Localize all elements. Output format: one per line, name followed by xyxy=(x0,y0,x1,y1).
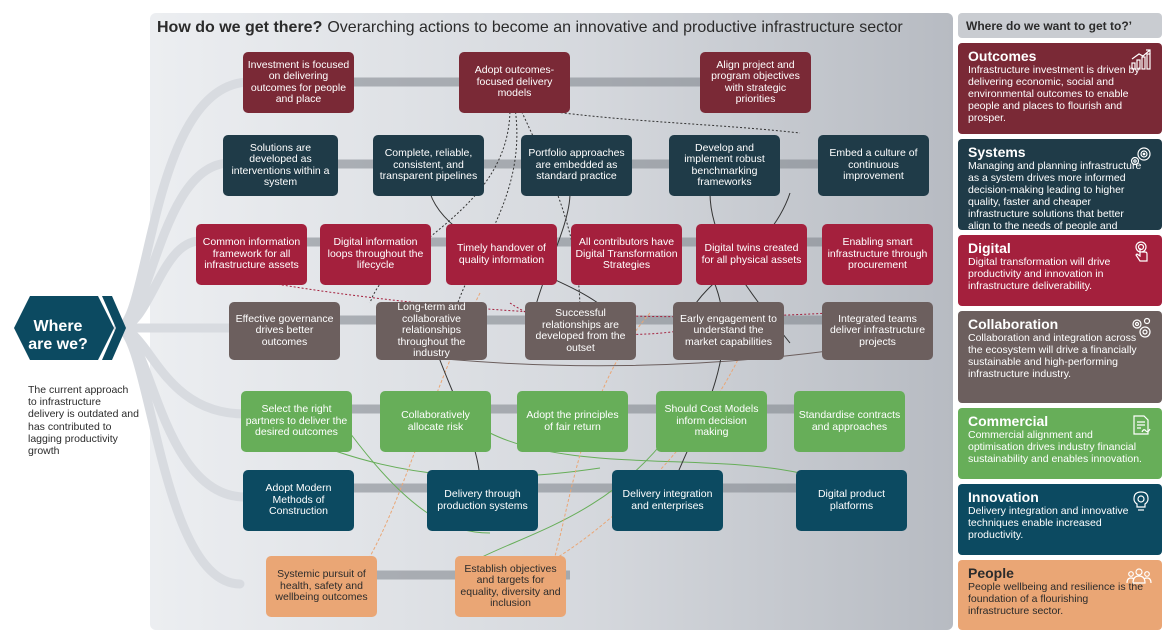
panel-outcomes: Outcomes Infrastructure investment is dr… xyxy=(958,43,1162,134)
action-box[interactable]: Delivery integration and enterprises xyxy=(612,470,723,531)
panel-description: Digital transformation will drive produc… xyxy=(968,256,1111,292)
action-box-label: Adopt outcomes-focused delivery models xyxy=(474,64,555,100)
action-box[interactable]: Adopt outcomes-focused delivery models xyxy=(459,52,570,113)
action-box-label: Adopt Modern Methods of Construction xyxy=(265,482,332,518)
action-box-label: Digital information loops throughout the… xyxy=(327,236,424,272)
action-box-label: Early engagement to understand the marke… xyxy=(680,312,777,348)
action-box[interactable]: Successful relationships are developed f… xyxy=(525,302,636,360)
panel-title: Commercial xyxy=(968,413,1049,429)
action-box-label: Collaboratively allocate risk xyxy=(401,409,470,433)
panel-people: People People wellbeing and resilience i… xyxy=(958,560,1162,630)
panel-title: Systems xyxy=(968,144,1026,160)
action-box-label: Standardise contracts and approaches xyxy=(798,409,901,433)
action-box-label: Portfolio approaches are embedded as sta… xyxy=(528,147,625,183)
panel-collaboration: Collaboration Collaboration and integrat… xyxy=(958,311,1162,403)
people-group-icon xyxy=(1126,568,1152,584)
panel-description: Infrastructure investment is driven by d… xyxy=(968,64,1140,124)
action-box-label: Adopt the principles of fair return xyxy=(526,409,619,433)
where-are-we-label: Where are we? xyxy=(20,318,96,354)
action-box[interactable]: Establish objectives and targets for equ… xyxy=(455,556,566,617)
panel-commercial: Commercial Commercial alignment and opti… xyxy=(958,408,1162,479)
action-box[interactable]: All contributors have Digital Transforma… xyxy=(571,224,682,285)
action-box[interactable]: Common information framework for all inf… xyxy=(196,224,307,285)
action-box[interactable]: Delivery through production systems xyxy=(427,470,538,531)
panel-title: Outcomes xyxy=(968,48,1037,64)
where-connectors xyxy=(113,77,255,589)
chart-growth-icon xyxy=(1131,49,1151,70)
where-description: The current approach to infrastructure d… xyxy=(28,384,139,458)
panel-description: Collaboration and integration across the… xyxy=(968,332,1137,380)
action-box-label: Integrated teams deliver infrastructure … xyxy=(829,312,926,348)
action-box[interactable]: Adopt the principles of fair return xyxy=(517,391,628,452)
where-label-line1: Where xyxy=(33,318,83,335)
action-box-label: Digital twins created for all physical a… xyxy=(701,242,802,266)
action-box[interactable]: Align project and program objectives wit… xyxy=(700,52,811,113)
where-are-we-chevron xyxy=(14,296,126,360)
action-box[interactable]: Solutions are developed as interventions… xyxy=(223,135,338,196)
action-box-label: Embed a culture of continuous improvemen… xyxy=(829,147,918,183)
action-box-label: Complete, reliable, consistent, and tran… xyxy=(379,147,478,183)
action-box-label: Delivery through production systems xyxy=(437,488,528,512)
panel-digital: Digital Digital transformation will driv… xyxy=(958,235,1162,306)
action-box[interactable]: Embed a culture of continuous improvemen… xyxy=(818,135,929,196)
action-box[interactable]: Select the right partners to deliver the… xyxy=(241,391,352,452)
panel-description: Delivery integration and innovative tech… xyxy=(968,505,1129,541)
action-box[interactable]: Adopt Modern Methods of Construction xyxy=(243,470,354,531)
action-box-label: Develop and implement robust benchmarkin… xyxy=(684,141,765,188)
panel-description: Commercial alignment and optimisation dr… xyxy=(968,429,1142,465)
contract-icon xyxy=(1133,415,1151,435)
action-box[interactable]: Digital product platforms xyxy=(796,470,907,531)
action-box[interactable]: Complete, reliable, consistent, and tran… xyxy=(373,135,484,196)
cogs-icon xyxy=(1132,317,1151,338)
action-box[interactable]: Integrated teams deliver infrastructure … xyxy=(822,302,933,360)
action-box-label: Delivery integration and enterprises xyxy=(622,488,713,512)
panel-description: Managing and planning infrastructure as … xyxy=(968,160,1142,230)
panel-description: People wellbeing and resilience is the f… xyxy=(968,581,1144,617)
action-box-label: Establish objectives and targets for equ… xyxy=(460,562,561,609)
action-box-label: Digital product platforms xyxy=(817,488,886,512)
action-box-label: Solutions are developed as interventions… xyxy=(231,141,330,188)
action-box-label: Enabling smart infrastructure through pr… xyxy=(827,236,928,272)
panel-title: Innovation xyxy=(968,489,1039,505)
action-box-label: Investment is focused on delivering outc… xyxy=(247,58,350,105)
action-box[interactable]: Develop and implement robust benchmarkin… xyxy=(669,135,780,196)
action-box-label: Long-term and collaborative relationship… xyxy=(397,301,466,360)
action-box-label: Successful relationships are developed f… xyxy=(535,307,626,354)
title-main: How do we get there? xyxy=(157,19,323,36)
action-box[interactable]: Digital twins created for all physical a… xyxy=(696,224,807,285)
action-box[interactable]: Portfolio approaches are embedded as sta… xyxy=(521,135,632,196)
panel-title: People xyxy=(968,565,1014,581)
action-box[interactable]: Effective governance drives better outco… xyxy=(229,302,340,360)
action-box[interactable]: Investment is focused on delivering outc… xyxy=(243,52,354,113)
action-box-label: Common information framework for all inf… xyxy=(202,236,301,272)
panel-innovation: Innovation Delivery integration and inno… xyxy=(958,484,1162,555)
action-box[interactable]: Timely handover of quality information xyxy=(446,224,557,285)
action-box[interactable]: Early engagement to understand the marke… xyxy=(673,302,784,360)
panel-title: Collaboration xyxy=(968,316,1059,332)
action-box[interactable]: Enabling smart infrastructure through pr… xyxy=(822,224,933,285)
title-subtitle: Overarching actions to become an innovat… xyxy=(327,19,903,36)
action-box[interactable]: Standardise contracts and approaches xyxy=(794,391,905,452)
action-box[interactable]: Should Cost Models inform decision makin… xyxy=(656,391,767,452)
lightbulb-gear-icon xyxy=(1133,491,1149,511)
action-box[interactable]: Digital information loops throughout the… xyxy=(320,224,431,285)
right-panel-header: Where do we want to get to?’ xyxy=(958,13,1162,38)
gears-target-icon xyxy=(1130,147,1151,166)
action-box-label: All contributors have Digital Transforma… xyxy=(575,236,678,272)
action-box-label: Effective governance drives better outco… xyxy=(235,312,334,348)
touch-hand-icon xyxy=(1135,241,1148,262)
page-title: How do we get there?Overarching actions … xyxy=(157,19,903,37)
action-box-label: Timely handover of quality information xyxy=(457,242,546,266)
action-box[interactable]: Long-term and collaborative relationship… xyxy=(376,302,487,360)
action-box-label: Systemic pursuit of health, safety and w… xyxy=(275,568,368,604)
action-box[interactable]: Systemic pursuit of health, safety and w… xyxy=(266,556,377,617)
action-box-label: Align project and program objectives wit… xyxy=(711,58,800,105)
panel-systems: Systems Managing and planning infrastruc… xyxy=(958,139,1162,230)
panel-title: Digital xyxy=(968,240,1011,256)
action-box-label: Should Cost Models inform decision makin… xyxy=(664,403,759,439)
action-box-label: Select the right partners to deliver the… xyxy=(245,403,348,439)
where-label-line2: are we? xyxy=(28,336,88,353)
action-box[interactable]: Collaboratively allocate risk xyxy=(380,391,491,452)
